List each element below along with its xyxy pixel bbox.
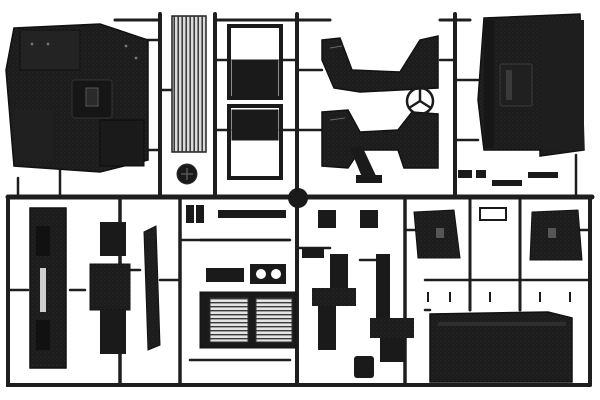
mud-flap-part bbox=[143, 225, 161, 351]
radiator-frame-part bbox=[199, 238, 297, 349]
door-frame-parts bbox=[227, 24, 283, 180]
small-bits-upper bbox=[186, 170, 558, 223]
chassis-plate-part bbox=[429, 311, 573, 383]
front-bumper-part bbox=[29, 207, 67, 369]
link-parts bbox=[350, 146, 382, 183]
cab-body-panel bbox=[5, 23, 149, 173]
step-part bbox=[89, 222, 131, 354]
radiator-grille-part bbox=[171, 15, 207, 153]
star-emblem bbox=[405, 86, 435, 116]
seat-parts bbox=[413, 209, 583, 261]
linkage-parts bbox=[427, 207, 571, 302]
cab-roof-panel bbox=[477, 13, 585, 157]
fan-part bbox=[176, 163, 198, 185]
fender-parts bbox=[321, 35, 439, 169]
engine-parts bbox=[302, 210, 414, 378]
